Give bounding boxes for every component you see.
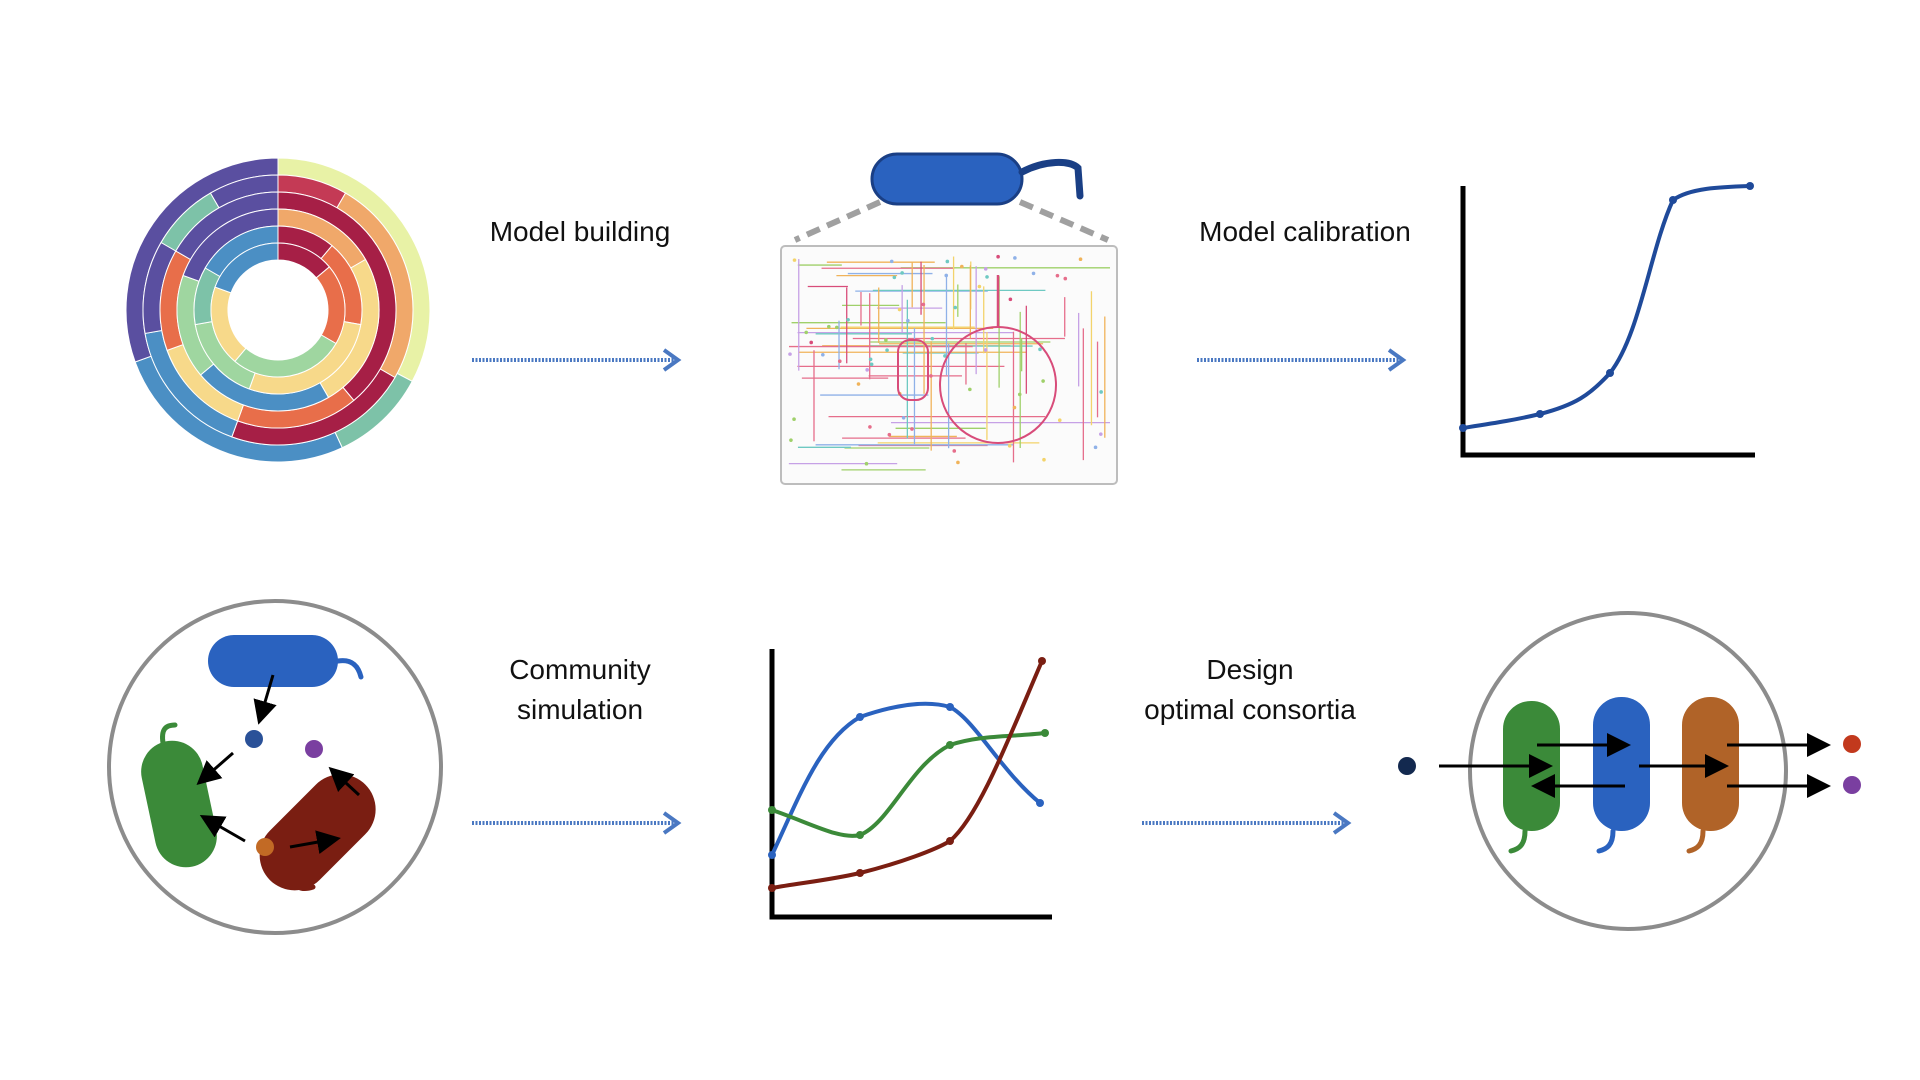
metabolic-map-element — [977, 284, 982, 289]
metabolic-map-element — [1012, 405, 1017, 410]
metabolic-map-element — [944, 273, 949, 278]
metabolic-map-element — [930, 336, 935, 341]
metabolic-map-element — [1063, 276, 1068, 281]
label-line: optimal consortia — [1144, 694, 1356, 725]
step-label-design-consortia: Design optimal consortia — [1115, 650, 1385, 730]
step-label-model-building: Model building — [489, 216, 671, 247]
arrow-right-icon — [472, 811, 682, 835]
circular-genome-plot-icon — [125, 157, 431, 463]
arrow-right-icon — [1197, 348, 1407, 372]
metabolic-network-map-icon — [780, 245, 1118, 485]
metabolic-map-element — [1041, 379, 1045, 383]
metabolic-map-element — [1031, 271, 1036, 276]
metabolic-map-element — [827, 324, 831, 329]
label-line: Design — [1206, 654, 1294, 685]
step-label-community-simulation: Community simulation — [455, 650, 705, 730]
metabolic-map-element — [900, 271, 904, 275]
metabolic-map-element — [960, 264, 964, 269]
metabolic-map-element — [906, 318, 910, 323]
metabolic-map-element — [952, 449, 957, 453]
metabolic-map-element — [929, 374, 933, 378]
genome-ring-segment — [214, 242, 279, 294]
metabolic-map-element — [809, 340, 814, 345]
metabolic-map-element — [889, 259, 894, 264]
arrow-right-icon — [472, 348, 682, 372]
metabolic-map-element — [897, 339, 929, 401]
metabolic-map-element — [1038, 347, 1042, 352]
metabolic-map-element — [884, 338, 888, 342]
metabolic-map-element — [865, 368, 869, 372]
metabolic-map-element — [983, 267, 988, 271]
microbial-community-icon — [107, 599, 443, 935]
population-dynamics-plot-icon — [768, 649, 1052, 920]
metabolic-map-element — [788, 352, 792, 356]
metabolic-map-element — [887, 432, 892, 437]
metabolic-map-element — [885, 348, 889, 352]
metabolic-map-element — [1099, 390, 1103, 394]
metabolic-map-element — [792, 417, 796, 422]
metabolic-map-element — [856, 382, 861, 386]
metabolic-map-element — [792, 258, 797, 262]
metabolic-map-element — [985, 275, 989, 279]
metabolic-map-element — [1099, 432, 1103, 436]
metabolic-map-element — [1055, 273, 1060, 278]
sigmoid-growth-curve-icon — [1459, 182, 1755, 458]
arrow-right-icon — [1142, 811, 1352, 835]
metabolic-map-element — [837, 359, 842, 364]
metabolic-map-element — [1007, 444, 1012, 448]
metabolic-map-element — [1013, 256, 1017, 260]
metabolic-map-element — [996, 254, 1000, 259]
metabolic-map-element — [956, 460, 960, 465]
metabolic-map-element — [868, 357, 873, 362]
metabolic-map-element — [869, 362, 874, 367]
metabolic-map-element — [943, 354, 947, 358]
metabolic-map-element — [901, 415, 906, 420]
metabolic-map-element — [1078, 257, 1083, 262]
metabolic-map-element — [868, 425, 872, 429]
metabolic-map-element — [789, 438, 793, 442]
label-line: simulation — [516, 694, 644, 725]
designed-consortium-icon — [1398, 611, 1861, 931]
metabolic-map-element — [1057, 418, 1062, 423]
metabolic-map-element — [1042, 457, 1046, 462]
metabolic-map-element — [1008, 297, 1013, 302]
metabolic-map-element — [945, 259, 950, 264]
metabolic-map-element — [834, 325, 839, 330]
bacterium-icon — [870, 152, 1084, 206]
metabolic-map-element — [864, 461, 869, 466]
metabolic-map-element — [892, 275, 897, 280]
metabolic-map-element — [1093, 445, 1098, 450]
metabolic-map-element — [983, 348, 988, 352]
label-line: Community — [509, 654, 651, 685]
metabolic-map-element — [846, 317, 850, 322]
zoom-lines — [793, 199, 1110, 243]
metabolic-map-element — [910, 427, 914, 431]
metabolic-map-element — [968, 387, 972, 392]
step-label-model-calibration: Model calibration — [1199, 216, 1411, 247]
metabolic-map-element — [804, 330, 809, 335]
metabolic-map-element — [1017, 392, 1022, 397]
metabolic-map-element — [953, 305, 958, 310]
metabolic-map-element — [821, 352, 825, 357]
metabolic-map-element — [897, 307, 902, 312]
metabolic-map-element — [921, 302, 926, 307]
